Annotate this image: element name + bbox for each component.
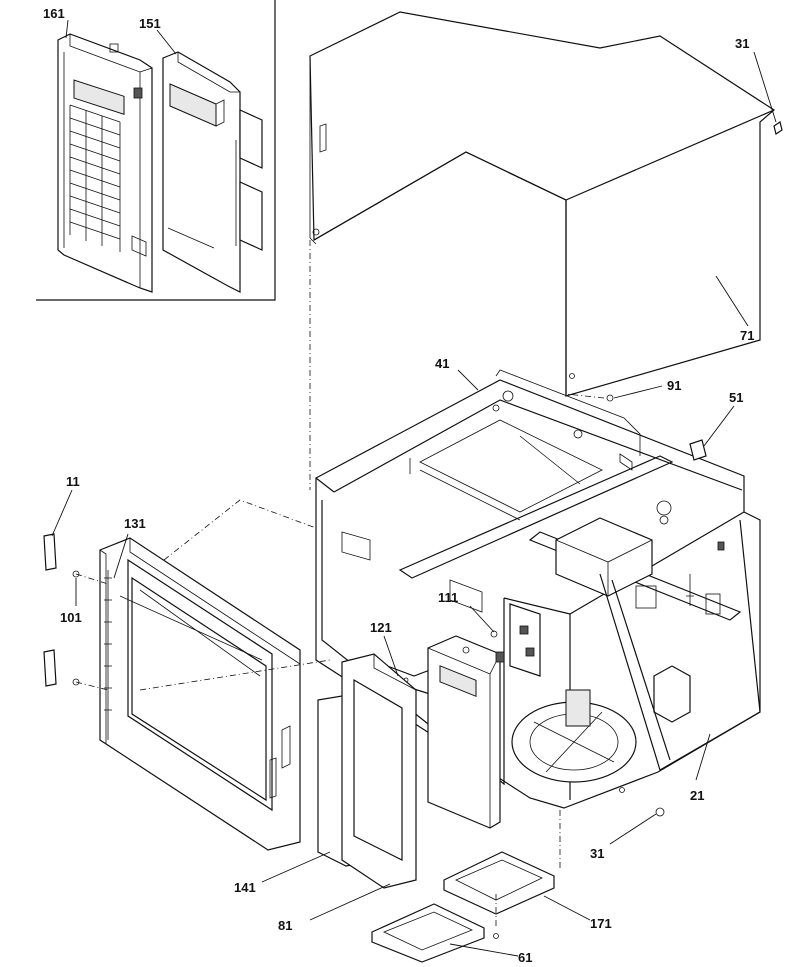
part-101-screw: [72, 570, 80, 686]
inset-detail-frame: [36, 0, 276, 301]
callout-21: 21: [690, 788, 704, 803]
part-161-control-panel: [57, 33, 153, 293]
screw-31-bottom: [655, 807, 665, 817]
part-131-door: [99, 537, 301, 851]
callout-61: 61: [518, 950, 532, 965]
callout-51: 51: [729, 390, 743, 405]
callout-11: 11: [66, 474, 80, 489]
part-81-door-frame: [341, 653, 417, 889]
part-171-bottom-bracket: [443, 851, 555, 915]
callout-101: 101: [60, 610, 82, 625]
part-11-latch: [43, 533, 57, 687]
callout-121: 121: [370, 620, 392, 635]
part-61-bottom-plate: [371, 903, 499, 963]
callout-171: 171: [590, 916, 612, 931]
fasteners: [606, 121, 783, 817]
callout-151: 151: [139, 16, 161, 31]
callout-81: 81: [278, 918, 292, 933]
part-151-control-board: [162, 51, 263, 293]
part-71-outer-cabinet: [309, 11, 775, 397]
callout-131: 131: [124, 516, 146, 531]
callout-91: 91: [667, 378, 681, 393]
part-111-module-box: [427, 635, 505, 829]
assembly-guide-lines: [75, 240, 605, 926]
leader-lines: [51, 19, 777, 957]
callout-31-top: 31: [735, 36, 749, 51]
callout-111: 111: [438, 590, 458, 605]
callout-141: 141: [234, 880, 256, 895]
callout-labels: 161 151 31 71 41 91 51 11 131 101 111 12…: [43, 6, 754, 965]
part-51-switch: [689, 439, 707, 461]
screw-31-top: [773, 121, 783, 135]
screw-91: [606, 394, 614, 402]
part-111-terminal-board: [490, 603, 541, 677]
callout-71: 71: [740, 328, 754, 343]
callout-41: 41: [435, 356, 449, 371]
callout-161: 161: [43, 6, 65, 21]
callout-31-bottom: 31: [590, 846, 604, 861]
